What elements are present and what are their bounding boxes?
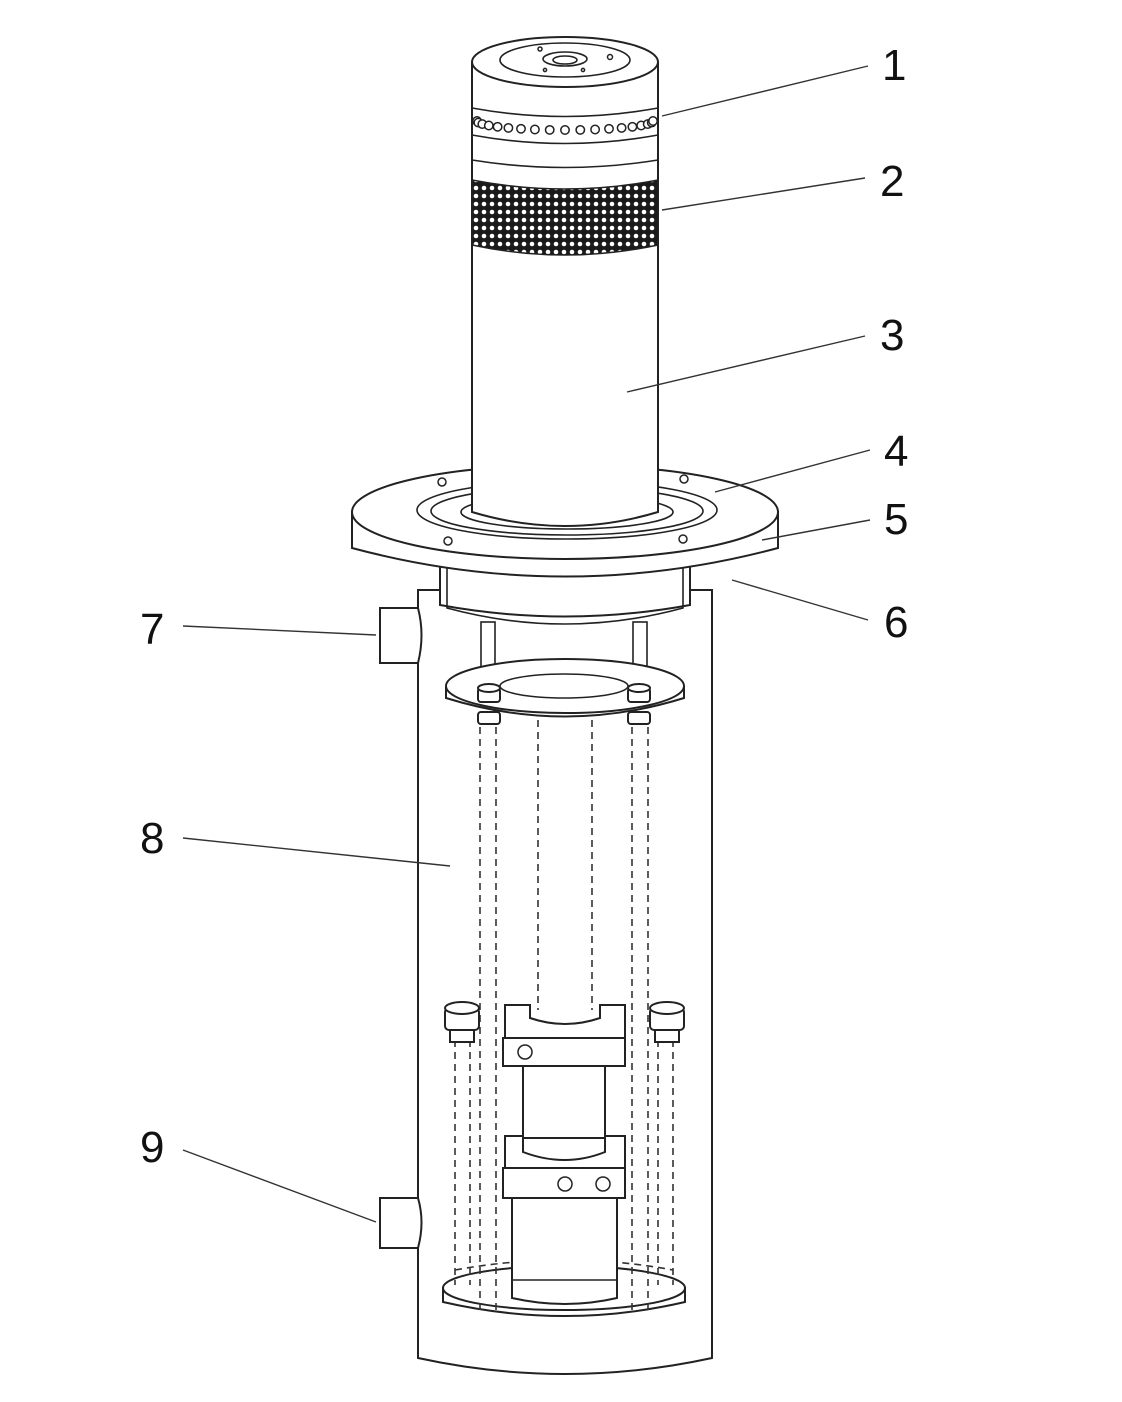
led-dot [575, 124, 586, 135]
callout-1: 1 [882, 41, 906, 90]
led-dot [503, 122, 514, 133]
callout-4: 4 [884, 427, 908, 476]
led-dot [483, 120, 494, 131]
housing-cylinder [417, 589, 713, 1375]
end-stop-posts [444, 1001, 685, 1043]
callout-5: 5 [884, 495, 908, 544]
connector-bottom [379, 1197, 423, 1249]
leader-lines [182, 65, 871, 1223]
led-dot [616, 122, 627, 133]
reflective-band [471, 179, 659, 256]
led-dot [590, 124, 601, 135]
callout-labels: 1 2 3 4 5 6 7 8 9 [140, 41, 908, 1172]
plate-nuts [477, 683, 651, 725]
led-dot [516, 123, 526, 134]
callout-8: 8 [140, 814, 164, 863]
hydraulic-ram [502, 1004, 626, 1305]
callout-2: 2 [880, 157, 904, 206]
callout-6: 6 [884, 598, 908, 647]
callout-3: 3 [880, 311, 904, 360]
connector-top [379, 607, 423, 664]
led-dot [544, 124, 555, 135]
middle-plate [445, 658, 685, 718]
led-dot [648, 116, 658, 126]
callout-9: 9 [140, 1123, 164, 1172]
led-dot [560, 125, 570, 135]
led-dot [529, 124, 540, 135]
callout-7: 7 [140, 605, 164, 654]
led-dot [492, 121, 503, 132]
led-dot [604, 123, 614, 134]
bollard-post [471, 61, 659, 527]
bollard-top-cap [471, 36, 659, 88]
led-light-ring [472, 116, 658, 135]
led-dot [627, 121, 638, 132]
